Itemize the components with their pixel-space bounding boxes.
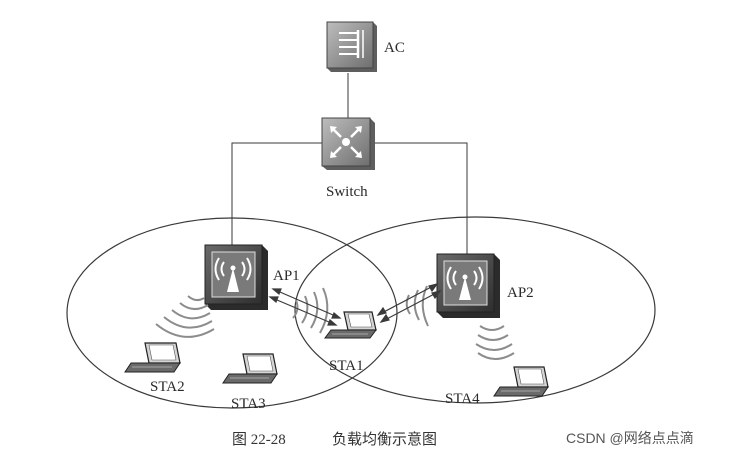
ap1-label: AP1	[273, 268, 300, 284]
switch-ap2-link	[374, 142, 468, 255]
sta2-laptop-icon	[124, 342, 181, 373]
switch-label: Switch	[326, 184, 368, 200]
ap1-icon	[204, 244, 268, 310]
watermark: CSDN @网络点点滴	[566, 430, 694, 446]
ap2-label: AP2	[507, 285, 534, 301]
ap2-sta1-signal-waves-icon	[405, 285, 429, 327]
sta3-laptop-icon	[222, 353, 278, 384]
ap1-sta1-signal-waves-icon	[292, 287, 329, 334]
ap1-signal-waves-icon	[155, 295, 215, 338]
sta1-label: STA1	[329, 358, 364, 374]
ac-icon	[326, 21, 377, 72]
sta3-label: STA3	[231, 396, 266, 412]
ac-label: AC	[384, 40, 405, 56]
ap2-sta1-arrows	[376, 283, 442, 323]
switch-ap1-link	[231, 142, 322, 245]
sta4-laptop-icon	[493, 366, 549, 397]
figure-title: 负载均衡示意图	[332, 432, 438, 448]
ap2-coverage-area	[294, 216, 656, 404]
sta2-label: STA2	[150, 379, 185, 395]
switch-icon	[321, 117, 375, 170]
sta4-label: STA4	[445, 391, 480, 407]
ap2-icon	[436, 253, 500, 318]
ap2-signal-waves-icon	[475, 325, 515, 360]
ap1-sta1-arrows	[268, 288, 342, 326]
figure-number: 图 22-28	[232, 432, 286, 448]
sta1-laptop-icon	[324, 311, 377, 339]
